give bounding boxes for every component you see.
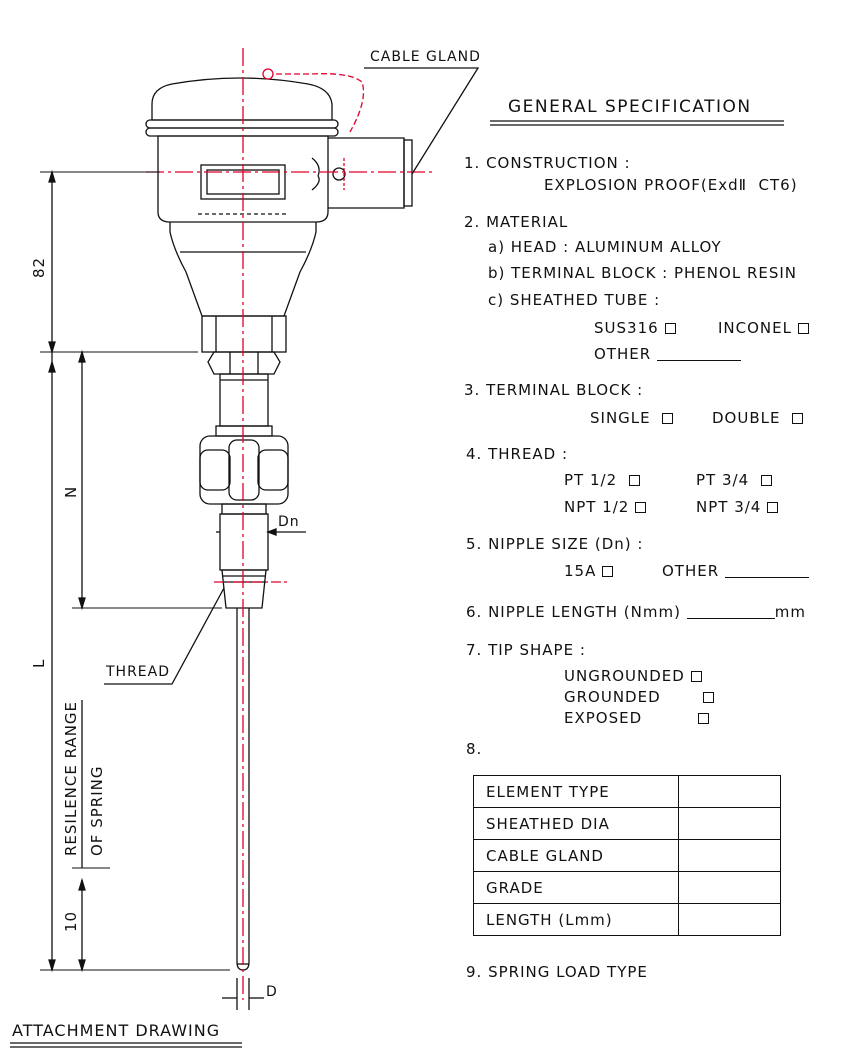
table-value[interactable] (678, 903, 781, 936)
attachment-title: ATTACHMENT DRAWING (12, 1021, 221, 1040)
option-pt12[interactable]: PT 1/2 (564, 471, 640, 489)
item-8: 8. (466, 740, 483, 758)
option-15a[interactable]: 15A (564, 562, 614, 580)
tip-shape-heading: 7. TIP SHAPE : (466, 641, 586, 659)
table-label: CABLE GLAND (473, 839, 679, 872)
cable-gland-label: CABLE GLAND (370, 49, 481, 65)
thread-leader (104, 587, 225, 685)
table-row: SHEATHED DIA (473, 807, 781, 840)
pt34-checkbox[interactable] (760, 475, 772, 486)
thread-label: THREAD (106, 664, 171, 680)
single-checkbox[interactable] (662, 413, 674, 424)
nipple-size-heading: 5. NIPPLE SIZE (Dn) : (466, 535, 644, 553)
d-label: D (266, 984, 278, 1000)
cable-gland-leader (364, 67, 480, 175)
construction-heading: 1. CONSTRUCTION : (464, 154, 631, 172)
table-row: ELEMENT TYPE (473, 775, 781, 808)
thread (221, 569, 267, 609)
material-terminal: b) TERMINAL BLOCK : PHENOL RESIN (488, 264, 798, 282)
option-other-material[interactable]: OTHER (594, 345, 741, 363)
table-value[interactable] (678, 775, 781, 808)
material-head: a) HEAD : ALUMINUM ALLOY (488, 238, 722, 256)
npt34-checkbox[interactable] (767, 502, 779, 513)
nipple-length[interactable]: 6. NIPPLE LENGTH (Nmm) mm (466, 603, 806, 621)
head-ring-2 (145, 127, 339, 137)
table-label: GRADE (473, 871, 679, 904)
option-grounded[interactable]: GROUNDED (564, 688, 714, 706)
spec-title: GENERAL SPECIFICATION (508, 97, 752, 117)
nipple (219, 513, 269, 571)
option-pt34[interactable]: PT 3/4 (696, 471, 772, 489)
dn-label: Dn (278, 514, 300, 530)
nipple-length-field[interactable] (686, 604, 775, 619)
union-nut (199, 435, 289, 505)
material-heading: 2. MATERIAL (464, 213, 569, 231)
table-label: LENGTH (Lmm) (473, 903, 679, 936)
option-inconel[interactable]: INCONEL (718, 319, 809, 337)
table-value[interactable] (678, 839, 781, 872)
cable-entry-cap (403, 139, 413, 207)
pt12-checkbox[interactable] (628, 475, 640, 486)
dim-10: 10 (62, 910, 80, 932)
npt12-checkbox[interactable] (635, 502, 647, 513)
resilience-line1: RESILENCE RANGE (62, 700, 80, 856)
resilience-line2: OF SPRING (88, 765, 106, 856)
ungrounded-checkbox[interactable] (690, 671, 702, 682)
option-double[interactable]: DOUBLE (712, 409, 804, 427)
exposed-checkbox[interactable] (698, 713, 710, 724)
table-label: ELEMENT TYPE (473, 775, 679, 808)
screw (332, 167, 346, 181)
table-row: CABLE GLAND (473, 839, 781, 872)
option-exposed[interactable]: EXPOSED (564, 709, 710, 727)
head-ring-1 (145, 119, 339, 129)
sus316-checkbox[interactable] (664, 323, 676, 334)
other-material-field[interactable] (656, 346, 741, 361)
15a-checkbox[interactable] (602, 566, 614, 577)
table-row: GRADE (473, 871, 781, 904)
option-other-size[interactable]: OTHER (662, 562, 809, 580)
cable-wire (276, 73, 365, 133)
table-value[interactable] (678, 871, 781, 904)
dim-n: N (62, 485, 80, 498)
table-row: LENGTH (Lmm) (473, 903, 781, 936)
hex-top (201, 315, 287, 353)
thread-heading: 4. THREAD : (466, 445, 569, 463)
option-sus316[interactable]: SUS316 (594, 319, 676, 337)
table-value[interactable] (678, 807, 781, 840)
dim-82: 82 (30, 256, 48, 278)
option-npt12[interactable]: NPT 1/2 (564, 498, 647, 516)
upper-tube (219, 373, 269, 427)
option-npt34[interactable]: NPT 3/4 (696, 498, 779, 516)
grounded-checkbox[interactable] (702, 692, 714, 703)
material-sheathed: c) SHEATHED TUBE : (488, 291, 661, 309)
construction-value: EXPLOSION PROOF(ExdⅡ CT6) (544, 176, 798, 194)
inconel-checkbox[interactable] (797, 323, 809, 334)
double-checkbox[interactable] (792, 413, 804, 424)
table-label: SHEATHED DIA (473, 807, 679, 840)
cable-entry (328, 137, 405, 209)
terminal-block-heading: 3. TERMINAL BLOCK : (464, 381, 644, 399)
option-ungrounded[interactable]: UNGROUNDED (564, 667, 702, 685)
dim-l: L (30, 658, 48, 668)
spec-table: ELEMENT TYPE SHEATHED DIA CABLE GLAND GR… (473, 775, 781, 936)
item-9: 9. SPRING LOAD TYPE (466, 963, 648, 981)
other-size-field[interactable] (724, 563, 809, 578)
option-single[interactable]: SINGLE (590, 409, 674, 427)
hex-small (207, 351, 281, 375)
head-cap (151, 77, 333, 121)
